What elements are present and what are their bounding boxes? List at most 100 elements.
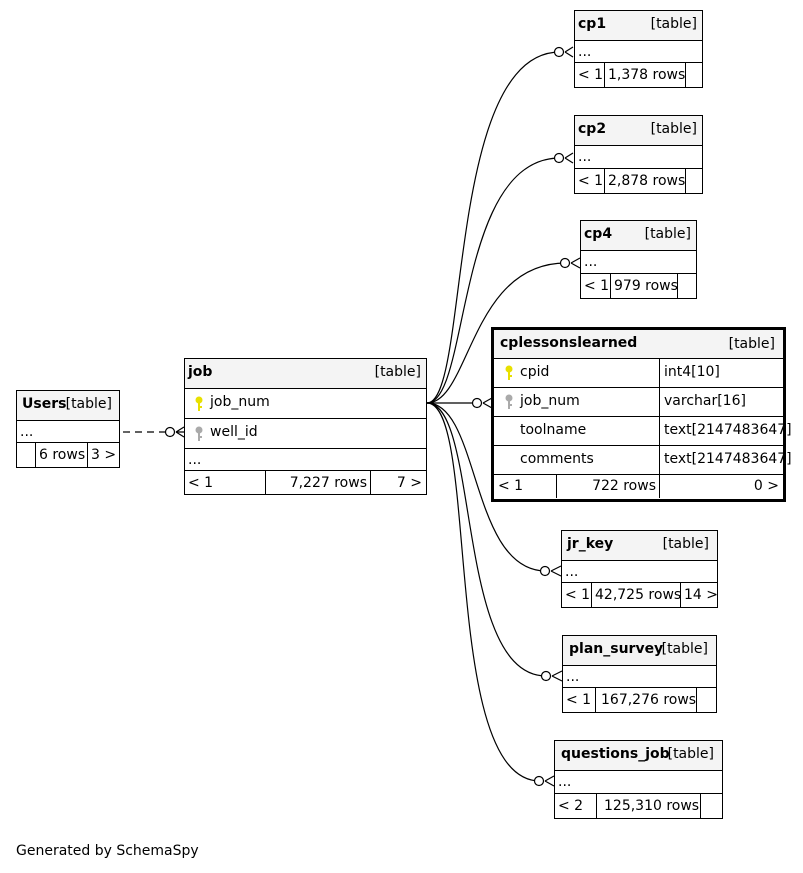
column-type: text[2147483647]: [664, 422, 792, 438]
parents-count: [17, 443, 35, 467]
column-name: well_id: [210, 424, 258, 440]
ellipsis-text: ...: [578, 44, 592, 60]
children-count: [685, 169, 702, 193]
table-kind: [table]: [374, 364, 421, 380]
columns-ellipsis: ...: [17, 421, 119, 443]
parents-count: < 1: [498, 478, 524, 494]
children-count: [685, 63, 702, 87]
table-header: cp2 [table]: [575, 116, 702, 146]
column-row[interactable]: cpid int4[10]: [494, 359, 783, 388]
column-name: job_num: [210, 394, 270, 410]
column-name: comments: [520, 451, 594, 467]
columns-ellipsis: ...: [555, 771, 722, 794]
columns-ellipsis: ...: [185, 449, 426, 471]
table-jr-key[interactable]: jr_key [table] ... < 1 42,725 rows 14 >: [561, 530, 718, 608]
foreign-key-icon: [505, 394, 513, 409]
ellipsis-text: ...: [584, 254, 598, 270]
table-name: plan_survey: [569, 641, 664, 657]
table-kind: [table]: [662, 536, 709, 552]
table-name: job: [188, 364, 213, 380]
row-count: 6 rows: [35, 443, 87, 467]
column-row[interactable]: well_id: [185, 419, 426, 449]
column-row[interactable]: toolname text[2147483647]: [494, 417, 792, 446]
table-cp2[interactable]: cp2 [table] ... < 1 2,878 rows: [574, 115, 703, 194]
primary-key-icon: [195, 396, 203, 411]
edge-job-cp4: [426, 262, 567, 404]
table-name: Users: [22, 396, 67, 412]
ellipsis-text: ...: [558, 774, 572, 790]
table-cplessonslearned[interactable]: cplessonslearned [table] cpid int4[10] j…: [491, 327, 792, 502]
edge-job-cp1: [426, 51, 561, 404]
edge-job-plan_survey: [426, 402, 547, 677]
table-questions-job[interactable]: questions_job [table] ... < 2 125,310 ro…: [554, 740, 723, 819]
edge-job-cp2: [426, 157, 561, 404]
ellipsis-text: ...: [566, 669, 580, 685]
table-kind: [table]: [65, 396, 112, 412]
column-name: cpid: [520, 364, 550, 380]
table-kind: [table]: [650, 121, 697, 137]
table-header: job [table]: [185, 359, 426, 389]
column-name: toolname: [520, 422, 587, 438]
table-kind: [table]: [650, 16, 697, 32]
parents-count: < 1: [584, 278, 610, 294]
table-footer: < 1 167,276 rows: [563, 688, 716, 712]
table-job[interactable]: job [table] job_num well_id ... < 1 7,22…: [184, 358, 427, 495]
table-footer: < 2 125,310 rows: [555, 794, 722, 818]
column-name: job_num: [520, 393, 580, 409]
generated-by-note: Generated by SchemaSpy: [16, 843, 199, 859]
table-plan-survey[interactable]: plan_survey [table] ... < 1 167,276 rows: [562, 635, 717, 713]
table-footer: < 1 2,878 rows: [575, 169, 702, 193]
parents-count: < 2: [558, 798, 584, 814]
table-name: cplessonslearned: [500, 335, 638, 351]
children-count: [677, 274, 696, 298]
row-count: 42,725 rows: [591, 583, 681, 607]
ellipsis-text: ...: [188, 452, 202, 468]
table-header: plan_survey [table]: [563, 636, 716, 666]
table-name: cp1: [578, 16, 607, 32]
row-count: 167,276 rows: [595, 688, 696, 712]
children-count: [700, 794, 722, 818]
children-count: 14 >: [680, 583, 718, 607]
table-name: jr_key: [567, 536, 614, 552]
column-row[interactable]: job_num: [185, 389, 426, 419]
columns-ellipsis: ...: [581, 251, 696, 274]
column-row[interactable]: job_num varchar[16]: [494, 388, 783, 417]
table-header: questions_job [table]: [555, 741, 722, 771]
table-cp1[interactable]: cp1 [table] ... < 1 1,378 rows: [574, 10, 703, 88]
row-count: 2,878 rows: [604, 169, 685, 193]
table-name: cp4: [584, 226, 613, 242]
table-kind: [table]: [661, 641, 708, 657]
table-header: Users [table]: [17, 391, 119, 421]
table-kind: [table]: [667, 746, 714, 762]
children-count: [696, 688, 716, 712]
table-cp4[interactable]: cp4 [table] ... < 1 979 rows: [580, 220, 697, 299]
table-kind: [table]: [644, 226, 691, 242]
parents-count: < 1: [565, 587, 591, 603]
table-users[interactable]: Users [table] ... 6 rows 3 >: [16, 390, 120, 468]
table-header: cp1 [table]: [575, 11, 702, 41]
row-count: 125,310 rows: [596, 794, 700, 818]
edge-job-questions_job: [426, 402, 541, 782]
ellipsis-text: ...: [578, 149, 592, 165]
primary-key-icon: [505, 365, 513, 380]
row-count: 1,378 rows: [604, 63, 685, 87]
table-footer: < 1 1,378 rows: [575, 63, 702, 87]
table-name: questions_job: [561, 746, 670, 762]
children-count: 3 >: [87, 443, 119, 467]
column-type: varchar[16]: [664, 393, 746, 409]
parents-count: < 1: [578, 67, 604, 83]
children-count: 7 >: [370, 471, 426, 495]
table-footer: 6 rows 3 >: [17, 443, 119, 467]
columns-ellipsis: ...: [563, 666, 716, 688]
column-type: int4[10]: [664, 364, 720, 380]
table-kind: [table]: [728, 336, 775, 352]
table-header: jr_key [table]: [562, 531, 717, 561]
column-row[interactable]: comments text[2147483647]: [494, 446, 792, 475]
ellipsis-text: ...: [20, 424, 34, 440]
ellipsis-text: ...: [565, 564, 579, 580]
table-footer: < 1 7,227 rows 7 >: [185, 471, 426, 495]
parents-count: < 1: [578, 173, 604, 189]
table-footer: < 1 722 rows 0 >: [494, 475, 783, 498]
